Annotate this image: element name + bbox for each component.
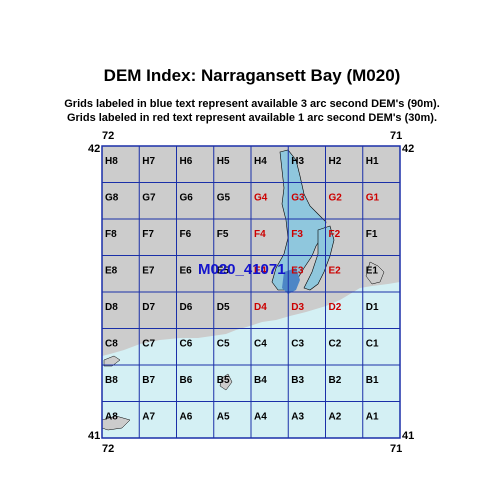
grid-cell-label-e3[interactable]: E3: [291, 266, 304, 277]
grid-cell-label-g3[interactable]: G3: [291, 193, 305, 204]
grid-cell-label-e6[interactable]: E6: [180, 266, 193, 277]
grid-cell-label-d4[interactable]: D4: [254, 302, 267, 313]
grid-cell-label-a5[interactable]: A5: [217, 412, 230, 423]
bottom-right-latitude: 41: [402, 430, 415, 442]
grid-cell-label-b5[interactable]: B5: [217, 375, 230, 386]
grid-cell-label-h2[interactable]: H2: [329, 156, 342, 167]
grid-cell-label-e5[interactable]: E5: [217, 266, 230, 277]
top-left-latitude: 42: [88, 143, 101, 155]
grid-cell-label-b6[interactable]: B6: [180, 375, 193, 386]
grid-cell-label-h8[interactable]: H8: [105, 156, 118, 167]
grid-cell-label-g1[interactable]: G1: [366, 193, 380, 204]
grid-cell-label-h1[interactable]: H1: [366, 156, 379, 167]
bay-deep-water: [282, 268, 300, 294]
grid-cell-label-g4[interactable]: G4: [254, 193, 268, 204]
grid-cell-label-f7[interactable]: F7: [142, 229, 154, 240]
grid-cell-label-f2[interactable]: F2: [329, 229, 341, 240]
map-frame: [101, 145, 401, 439]
grid-cell-label-c4[interactable]: C4: [254, 339, 267, 350]
grid-cell-label-g8[interactable]: G8: [105, 193, 119, 204]
grid-cell-label-a6[interactable]: A6: [180, 412, 193, 423]
grid-cell-label-g2[interactable]: G2: [329, 193, 343, 204]
block-island: [219, 373, 233, 391]
grid-cell-label-d3[interactable]: D3: [291, 302, 304, 313]
grid-cell-label-b8[interactable]: B8: [105, 375, 118, 386]
grid-cell-label-a4[interactable]: A4: [254, 412, 267, 423]
top-right-latitude: 42: [402, 143, 415, 155]
grid-cell-label-h6[interactable]: H6: [180, 156, 193, 167]
grid-cell-label-f8[interactable]: F8: [105, 229, 117, 240]
grid-cell-label-d5[interactable]: D5: [217, 302, 230, 313]
grid-cell-label-g6[interactable]: G6: [180, 193, 194, 204]
grid-cell-label-b2[interactable]: B2: [329, 375, 342, 386]
grid-cell-label-c7[interactable]: C7: [142, 339, 155, 350]
grid-cell-label-b7[interactable]: B7: [142, 375, 155, 386]
grid-cell-label-b1[interactable]: B1: [366, 375, 379, 386]
grid-cell-label-e8[interactable]: E8: [105, 266, 118, 277]
grid-cell-label-a2[interactable]: A2: [329, 412, 342, 423]
grid-cell-label-e7[interactable]: E7: [142, 266, 155, 277]
grid-cell-label-h5[interactable]: H5: [217, 156, 230, 167]
grid-cell-label-d2[interactable]: D2: [329, 302, 342, 313]
dataset-label: M020_41071: [198, 261, 286, 278]
top-left-longitude: 72: [102, 130, 115, 142]
grid-cell-label-g7[interactable]: G7: [142, 193, 156, 204]
grid-cell-label-f1[interactable]: F1: [366, 229, 378, 240]
grid-cell-label-f4[interactable]: F4: [254, 229, 266, 240]
grid-cell-label-c6[interactable]: C6: [180, 339, 193, 350]
bottom-left-longitude: 72: [102, 443, 115, 455]
grid-cell-label-a7[interactable]: A7: [142, 412, 155, 423]
grid-cell-label-a1[interactable]: A1: [366, 412, 379, 423]
grid-cell-label-h7[interactable]: H7: [142, 156, 155, 167]
grid-cell-label-a3[interactable]: A3: [291, 412, 304, 423]
sakonnet-coast: [365, 261, 385, 285]
grid-cell-label-c1[interactable]: C1: [366, 339, 379, 350]
map-title: DEM Index: Narragansett Bay (M020): [103, 66, 401, 85]
bottom-left-latitude: 41: [88, 430, 101, 442]
grid-cell-label-c2[interactable]: C2: [329, 339, 342, 350]
grid-cell-label-b4[interactable]: B4: [254, 375, 267, 386]
grid-cell-label-e4[interactable]: E4: [254, 266, 267, 277]
grid-cell-label-e1[interactable]: E1: [366, 266, 379, 277]
grid-cell-label-h3[interactable]: H3: [291, 156, 304, 167]
bottom-right-longitude: 71: [390, 443, 403, 455]
grid-cell-label-c8[interactable]: C8: [105, 339, 118, 350]
grid-cell-label-f3[interactable]: F3: [291, 229, 303, 240]
grid-lines: [102, 146, 400, 438]
grid-cell-label-d7[interactable]: D7: [142, 302, 155, 313]
top-right-longitude: 71: [390, 130, 403, 142]
grid-cell-label-d6[interactable]: D6: [180, 302, 193, 313]
grid-cell-label-b3[interactable]: B3: [291, 375, 304, 386]
grid-cell-label-h4[interactable]: H4: [254, 156, 267, 167]
grid-cell-label-a8[interactable]: A8: [105, 412, 118, 423]
grid-cell-label-d1[interactable]: D1: [366, 302, 379, 313]
bay-channel: [303, 225, 335, 291]
grid-cell-label-g5[interactable]: G5: [217, 193, 231, 204]
grid-cell-label-f5[interactable]: F5: [217, 229, 229, 240]
grid-cell-label-e2[interactable]: E2: [329, 266, 342, 277]
grid-cell-label-d8[interactable]: D8: [105, 302, 118, 313]
subtitle-line-2: Grids labeled in red text represent avai…: [66, 112, 438, 124]
grid-cell-label-c3[interactable]: C3: [291, 339, 304, 350]
grid-cell-label-c5[interactable]: C5: [217, 339, 230, 350]
subtitle-line-1: Grids labeled in blue text represent ava…: [64, 98, 440, 110]
grid-cell-label-f6[interactable]: F6: [180, 229, 192, 240]
